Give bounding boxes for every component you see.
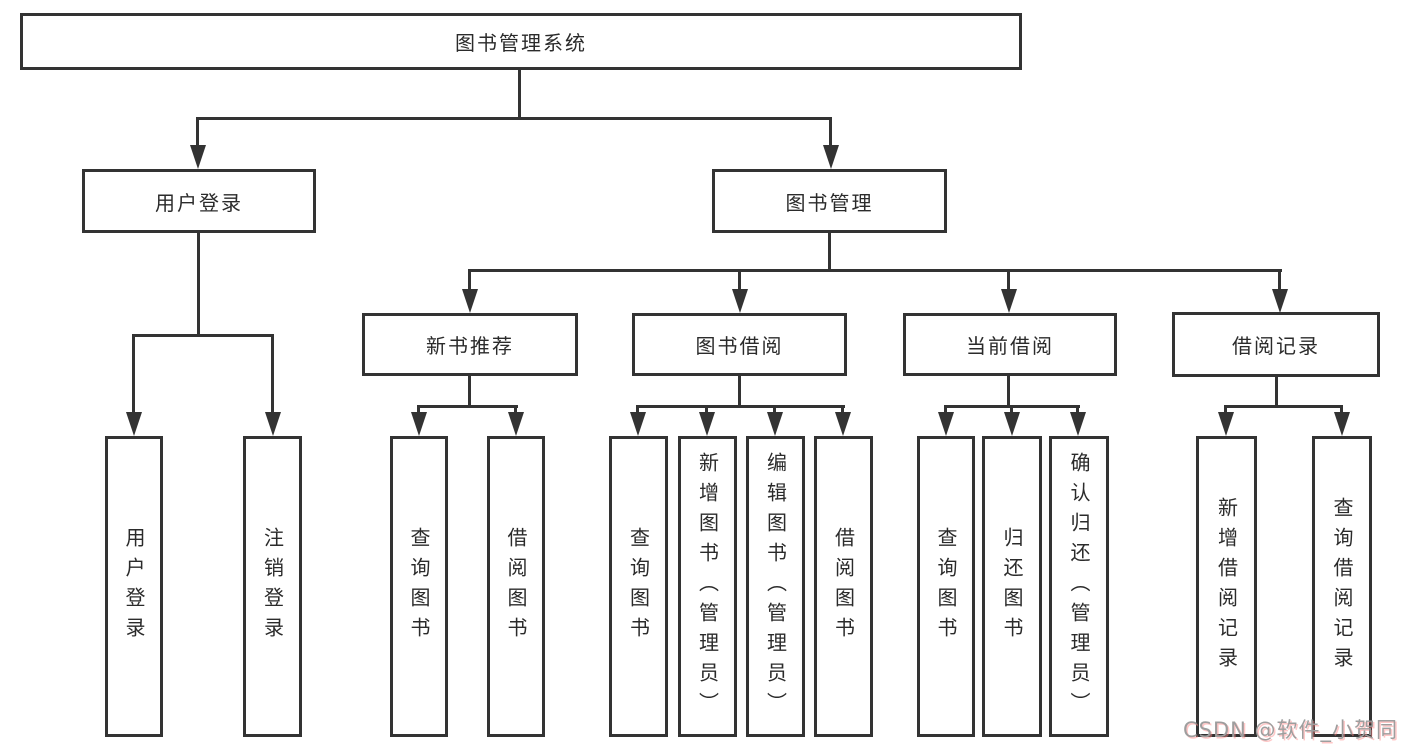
leaf-confirm-return-admin: 确认归还（管理员） <box>1049 436 1109 737</box>
node-root: 图书管理系统 <box>20 13 1022 70</box>
arrow-down-icon <box>630 412 646 436</box>
connector-line <box>1076 405 1079 415</box>
arrow-down-icon <box>1001 289 1017 313</box>
node-new-book-recommendation: 新书推荐 <box>362 313 578 376</box>
leaf-edit-book-admin: 编辑图书（管理员） <box>746 436 805 737</box>
connector-line <box>1278 269 1281 291</box>
connector-line <box>197 232 200 336</box>
connector-line <box>1224 405 1227 415</box>
leaf-borrow-books: 借阅图书 <box>814 436 873 737</box>
connector-line <box>829 117 832 147</box>
arrow-down-icon <box>1272 289 1288 313</box>
leaf-add-book-admin: 新增图书（管理员） <box>678 436 737 737</box>
arrow-down-icon <box>265 412 281 436</box>
arrow-down-icon <box>835 412 851 436</box>
leaf-user-login: 用户登录 <box>105 436 163 737</box>
arrow-down-icon <box>1218 412 1234 436</box>
arrow-down-icon <box>1004 412 1020 436</box>
connector-line <box>1275 376 1278 408</box>
arrow-down-icon <box>190 145 206 169</box>
connector-line <box>1225 405 1343 408</box>
leaf-borrow-books-recommend: 借阅图书 <box>487 436 545 737</box>
arrow-down-icon <box>823 145 839 169</box>
node-current-borrowing: 当前借阅 <box>903 313 1117 376</box>
arrow-down-icon <box>126 412 142 436</box>
connector-line <box>637 405 845 408</box>
connector-line <box>518 70 521 118</box>
arrow-down-icon <box>767 412 783 436</box>
connector-line <box>738 269 741 291</box>
arrow-down-icon <box>1070 412 1086 436</box>
connector-line <box>197 117 832 120</box>
connector-line <box>773 405 776 415</box>
connector-line <box>469 269 1282 272</box>
connector-line <box>705 405 708 415</box>
watermark-text: CSDN @软件_小贺同学 <box>1183 718 1399 742</box>
connector-line <box>468 375 471 408</box>
leaf-query-books-current: 查询图书 <box>917 436 975 737</box>
connector-line <box>738 375 741 408</box>
connector-line <box>271 334 274 414</box>
connector-line <box>841 405 844 415</box>
node-borrowing-records: 借阅记录 <box>1172 312 1380 377</box>
connector-line <box>132 334 135 414</box>
leaf-query-books-recommend: 查询图书 <box>390 436 448 737</box>
connector-line <box>1340 405 1343 415</box>
leaf-query-borrow-record: 查询借阅记录 <box>1312 436 1372 737</box>
connector-line <box>944 405 947 415</box>
arrow-down-icon <box>699 412 715 436</box>
node-book-borrowing: 图书借阅 <box>632 313 847 376</box>
arrow-down-icon <box>1334 412 1350 436</box>
connector-line <box>514 405 517 415</box>
connector-line <box>1007 375 1010 408</box>
node-book-management: 图书管理 <box>712 169 947 233</box>
arrow-down-icon <box>508 412 524 436</box>
connector-line <box>417 405 420 415</box>
connector-line <box>1007 269 1010 291</box>
arrow-down-icon <box>938 412 954 436</box>
leaf-add-borrow-record: 新增借阅记录 <box>1196 436 1257 737</box>
arrow-down-icon <box>411 412 427 436</box>
node-user-login: 用户登录 <box>82 169 316 233</box>
leaf-logout-login: 注销登录 <box>243 436 302 737</box>
connector-line <box>132 334 274 337</box>
leaf-return-books: 归还图书 <box>982 436 1042 737</box>
leaf-query-books-borrowing: 查询图书 <box>609 436 668 737</box>
connector-line <box>828 232 831 272</box>
connector-line <box>196 117 199 147</box>
arrow-down-icon <box>462 289 478 313</box>
connector-line <box>468 269 471 291</box>
arrow-down-icon <box>732 289 748 313</box>
connector-line <box>1010 405 1013 415</box>
connector-line <box>636 405 639 415</box>
connector-line <box>418 405 518 408</box>
